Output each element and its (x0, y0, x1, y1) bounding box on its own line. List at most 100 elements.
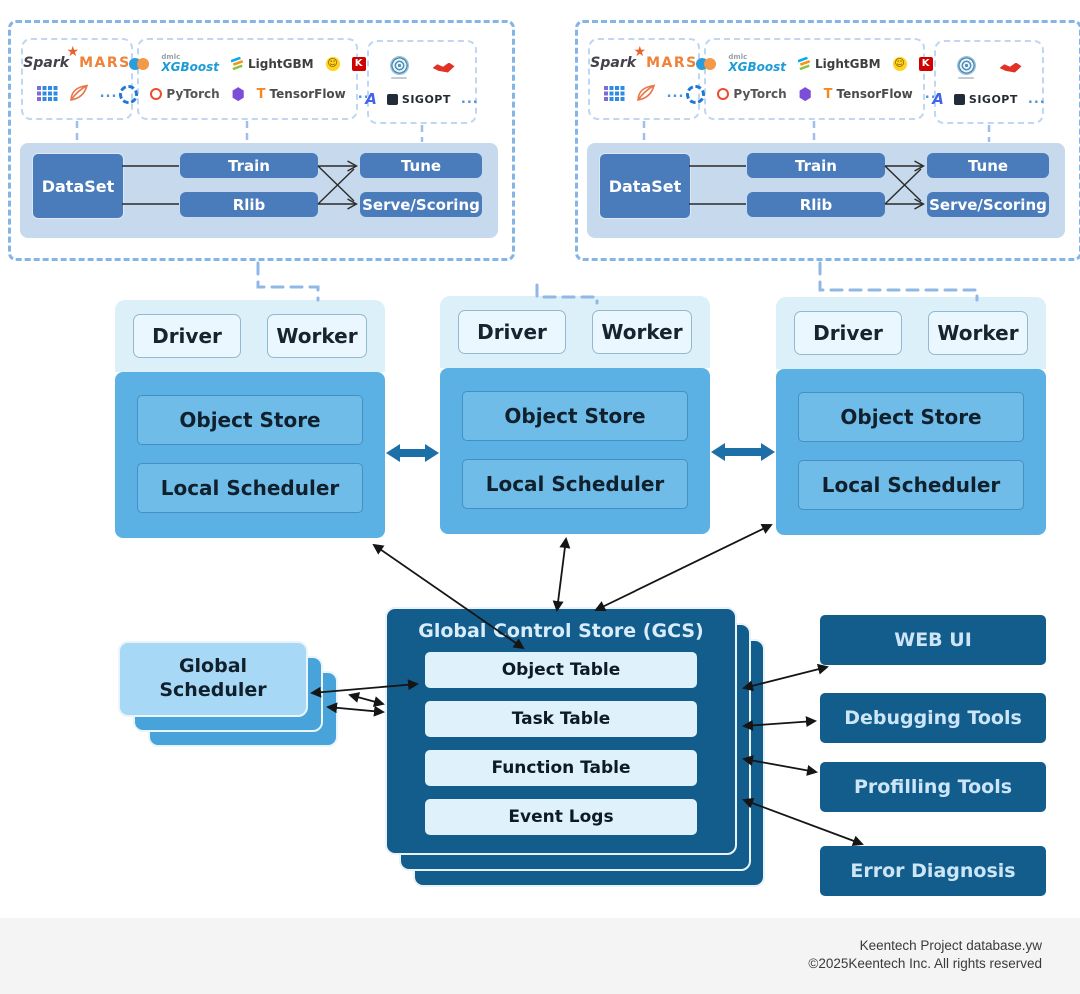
worker-box: Worker (267, 314, 367, 358)
function-table-row: Function Table (425, 750, 697, 786)
spiral-circle-logo (956, 56, 976, 79)
xgboost-label: XGBoost (728, 60, 787, 75)
tensorflow-logo: TensorFlow (257, 87, 346, 102)
worker-node-2: Driver Worker Object Store Local Schedul… (440, 296, 710, 534)
global-scheduler-label: Global Scheduler (159, 655, 267, 701)
grid-logo-icon (36, 85, 58, 101)
compass-logo (119, 84, 139, 104)
ax-logo: A (365, 90, 377, 108)
logo-group-data: Spark MARS ... (21, 38, 133, 120)
dmlc-label: dmlc (161, 53, 181, 62)
ellipsis-more-logos: ... (99, 85, 118, 101)
logo-row: A SIGOPT ... (932, 90, 1045, 108)
spark-star-icon (634, 44, 647, 60)
footer: Keentech Project database.yw ©2025Keente… (0, 918, 1080, 994)
footer-line-2: ©2025Keentech Inc. All rights reserved (808, 956, 1042, 971)
logo-row (389, 56, 455, 79)
lightgbm-logo: LightGBM (798, 57, 881, 71)
error-diagnosis-button: Error Diagnosis (820, 846, 1046, 896)
purple-hexagon-logo (232, 87, 244, 102)
object-store-box: Object Store (798, 392, 1024, 442)
sigopt-icon (386, 93, 398, 105)
compass-logo (686, 84, 706, 104)
spark-label: Spark (23, 55, 70, 71)
tensorflow-t-icon (257, 87, 266, 102)
object-table-row: Object Table (425, 652, 697, 688)
mars-logo: MARS (79, 55, 131, 71)
tensorflow-t-icon (824, 87, 833, 102)
logo-row (956, 56, 1022, 79)
pytorch-flame-icon (717, 88, 730, 101)
pytorch-logo: PyTorch (150, 87, 220, 101)
gcs-box: Global Control Store (GCS) Object Table … (385, 607, 737, 855)
rlib-box: Rlib (747, 192, 885, 217)
logo-row: A SIGOPT ... (365, 90, 478, 108)
logo-row: PyTorch TensorFlow ... (686, 84, 942, 104)
object-store-box: Object Store (137, 395, 363, 445)
driver-box: Driver (458, 310, 566, 354)
blue-orange-circles-logo (129, 57, 150, 70)
tensorflow-label: TensorFlow (269, 87, 346, 102)
gcs-title: Global Control Store (GCS) (418, 620, 704, 642)
object-store-box: Object Store (462, 391, 688, 441)
blue-orange-circles-logo (696, 57, 717, 70)
tune-box: Tune (927, 153, 1049, 178)
lightgbm-icon (231, 57, 244, 71)
sigopt-icon (953, 93, 965, 105)
leaf-logo-icon (636, 84, 655, 101)
hugging-face-logo (325, 56, 340, 71)
spark-logo: Spark (23, 55, 69, 71)
keras-logo: K (918, 56, 933, 71)
hugging-face-logo (892, 56, 907, 71)
tune-box: Tune (360, 153, 482, 178)
logo-row: Spark MARS (590, 55, 697, 71)
ax-logo: A (932, 90, 944, 108)
sigopt-label: SIGOPT (401, 92, 451, 106)
logo-group-data: Spark MARS ... (588, 38, 700, 120)
logo-row: Spark MARS (23, 55, 130, 71)
xgboost-label: XGBoost (161, 60, 220, 75)
serve-scoring-box: Serve/Scoring (360, 192, 482, 217)
dataset-box: DataSet (32, 153, 124, 219)
grid-logo-icon (603, 85, 625, 101)
dmlc-label: dmlc (728, 53, 748, 62)
ellipsis-more-logos: ... (460, 91, 479, 107)
lightgbm-label: LightGBM (815, 56, 881, 71)
logo-row: ... (603, 83, 685, 103)
sigopt-logo: SIGOPT (386, 92, 451, 106)
mars-logo: MARS (646, 55, 698, 71)
pytorch-flame-icon (150, 88, 163, 101)
local-scheduler-box: Local Scheduler (137, 463, 363, 513)
spark-logo: Spark (590, 55, 636, 71)
train-box: Train (180, 153, 318, 178)
train-box: Train (747, 153, 885, 178)
lightgbm-logo: LightGBM (231, 57, 314, 71)
pytorch-label: PyTorch (733, 87, 787, 102)
serve-scoring-box: Serve/Scoring (927, 192, 1049, 217)
spark-label: Spark (590, 55, 637, 71)
debugging-tools-button: Debugging Tools (820, 693, 1046, 743)
global-scheduler-box: Global Scheduler (118, 641, 308, 717)
local-scheduler-box: Local Scheduler (462, 459, 688, 509)
local-scheduler-box: Local Scheduler (798, 460, 1024, 510)
red-wing-logo (432, 62, 455, 73)
purple-hexagon-logo (799, 87, 811, 102)
rlib-box: Rlib (180, 192, 318, 217)
worker-node-1: Driver Worker Object Store Local Schedul… (115, 300, 385, 538)
leaf-logo-icon (69, 84, 88, 101)
dataset-box: DataSet (599, 153, 691, 219)
event-logs-row: Event Logs (425, 799, 697, 835)
driver-box: Driver (133, 314, 241, 358)
tensorflow-label: TensorFlow (836, 87, 913, 102)
keras-logo: K (351, 56, 366, 71)
worker-box: Worker (592, 310, 692, 354)
logo-row: PyTorch TensorFlow ... (119, 84, 375, 104)
